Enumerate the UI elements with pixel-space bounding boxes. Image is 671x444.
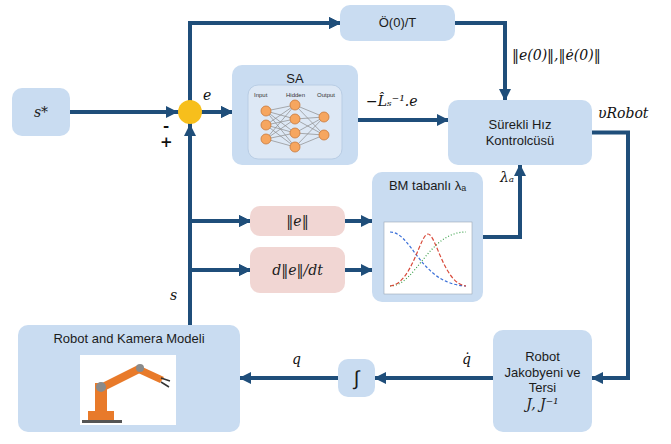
picture-part — [96, 382, 106, 392]
picture-part — [136, 364, 144, 372]
signal-arrow — [70, 112, 250, 270]
signal-arrow — [240, 376, 338, 380]
net-neuron — [261, 134, 271, 144]
net-neuron — [290, 142, 300, 152]
node-text: d‖e‖/dt — [272, 262, 323, 279]
signal-label: λₐ — [500, 170, 514, 185]
picture-part — [390, 234, 466, 286]
node-text: s* — [34, 104, 48, 121]
node-text: J, J⁻¹ — [526, 396, 558, 413]
node-text: SA — [286, 71, 303, 87]
signal-arrow — [345, 268, 372, 272]
signal-arrow — [190, 221, 250, 325]
picture-part — [266, 105, 324, 147]
process-box: Ö(0)/T — [340, 5, 455, 41]
picture-part — [390, 232, 466, 286]
signal-label: υRobot — [598, 106, 649, 121]
jacobian-box: Robot Jakobyeni ve TersiJ, J⁻¹ — [493, 330, 592, 432]
signal-arrow — [483, 165, 520, 237]
node-text: Ö(0)/T — [379, 15, 417, 31]
signal-label: q — [292, 352, 301, 367]
picture-part — [136, 365, 164, 383]
net-neuron — [261, 120, 271, 130]
node-text: BM tabanlı λₐ — [389, 178, 466, 194]
signal-label: e — [203, 88, 211, 103]
net-neuron — [290, 128, 300, 138]
picture-part — [80, 355, 176, 425]
layer-label: Input — [254, 92, 267, 98]
picture-part — [82, 420, 122, 423]
signal-label: ‖e(0)‖,‖ė(0)‖ — [512, 48, 601, 63]
arrow-head — [184, 124, 196, 136]
signal-arrow — [190, 270, 250, 325]
picture-part — [390, 232, 466, 286]
input-box: s* — [12, 88, 70, 136]
model-box: Robot and Kamera Modeli — [18, 325, 240, 432]
picture-part — [161, 378, 170, 387]
signal-arrow — [190, 112, 232, 325]
node-text: Robot Jakobyeni ve Tersi — [499, 349, 586, 396]
signal-box: ‖e‖ — [250, 206, 345, 236]
arrow-head — [166, 106, 178, 118]
picture-part — [248, 85, 342, 159]
signal-arrow — [455, 23, 505, 100]
node-text: ‖e‖ — [286, 213, 308, 230]
signal-label: s — [170, 288, 177, 303]
picture-part — [261, 100, 329, 152]
net-neuron — [319, 130, 329, 140]
signal-arrow — [345, 219, 372, 223]
signal-arrow — [592, 133, 628, 379]
signal-label: −L̂ₛ⁻¹.e — [366, 94, 417, 109]
net-neuron — [290, 100, 300, 110]
node-text: ∫ — [354, 366, 359, 390]
signal-arrow — [70, 112, 250, 221]
layer-label: Output — [317, 92, 335, 98]
neural-net-box: SA Input Hidden Output — [232, 65, 358, 165]
net-neuron — [319, 112, 329, 122]
signal-arrow — [358, 118, 448, 122]
signal-label: q̇ — [462, 352, 471, 367]
signal-label: - — [163, 118, 169, 135]
net-neuron — [261, 106, 271, 116]
controller-box: Sürekli Hız Kontrolcüsü — [448, 100, 592, 165]
picture-part — [384, 222, 472, 294]
node-text: Robot and Kamera Modeli — [53, 331, 204, 347]
picture-part — [95, 383, 107, 413]
net-neuron — [290, 114, 300, 124]
node-text: Sürekli Hız Kontrolcüsü — [454, 117, 586, 148]
signal-label: + — [160, 134, 173, 151]
integrator-box: ∫ — [338, 359, 375, 397]
layer-label: Hidden — [286, 92, 305, 98]
sum-circle — [178, 100, 202, 124]
signal-box: d‖e‖/dt — [250, 247, 345, 293]
signal-arrow — [375, 376, 493, 380]
fuzzy-box: BM tabanlı λₐ — [372, 172, 483, 302]
